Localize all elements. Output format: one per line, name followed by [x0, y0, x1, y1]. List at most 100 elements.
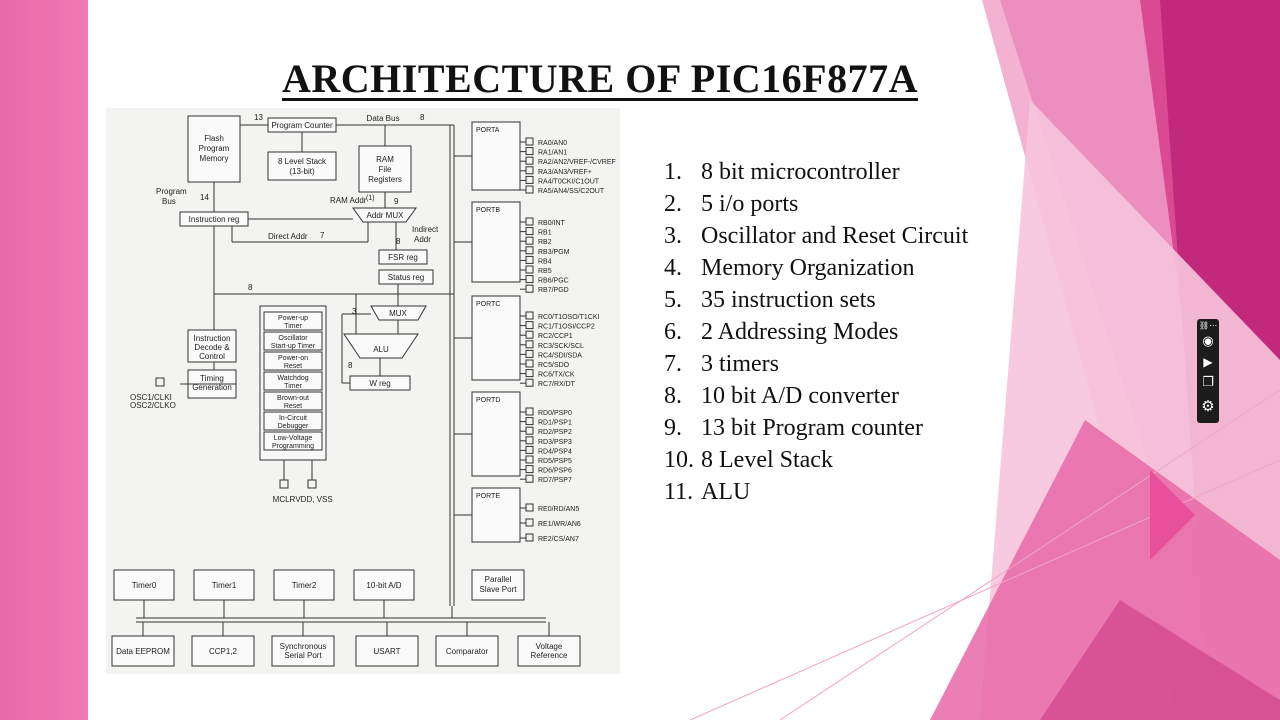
pin-label: RA3/AN3/VREF+ [538, 169, 592, 176]
power-block-label: Timer [284, 383, 302, 390]
pin-box [525, 275, 534, 284]
pin-box [525, 436, 534, 445]
pin-box [525, 465, 534, 474]
feature-item: 1.8 bit microcontroller [664, 156, 968, 188]
power-block [263, 391, 323, 411]
feature-item: 4.Memory Organization [664, 252, 968, 284]
w-width-label: 8 [348, 361, 353, 370]
instr-decode-label-1: Instruction [194, 334, 231, 343]
pin-box [525, 359, 534, 368]
feature-item: 2.5 i/o ports [664, 188, 968, 220]
pin-box [525, 417, 534, 426]
peripheral-block [191, 635, 255, 667]
pin-box [525, 426, 534, 435]
stack-label-2: (13-bit) [289, 167, 315, 176]
pin-label: RC5/SDO [538, 362, 570, 369]
pin-box [525, 147, 534, 156]
power-block-label: Brown-out [277, 395, 309, 402]
power-block-label: Power-on [278, 355, 308, 362]
port-name-label: PORTA [476, 127, 500, 134]
port-pins-group: PORTARA0/AN0RA1/AN1RA2/AN2/VREF-/CVREFRA… [476, 127, 616, 543]
power-block [263, 411, 323, 431]
pin-box [525, 255, 534, 264]
peripheral-block [435, 635, 499, 667]
pin-label: RB3/PGM [538, 249, 570, 256]
gear-icon[interactable]: ⚙ [1201, 397, 1215, 415]
mid-width-label: 8 [248, 283, 253, 292]
program-counter-label: Program Counter [271, 121, 333, 130]
pin-label: RD7/PSP7 [538, 477, 572, 484]
feature-item: 9.13 bit Program counter [664, 412, 968, 444]
pin-box [525, 185, 534, 194]
fsr-reg-label: FSR reg [388, 253, 418, 262]
pin-label: RB1 [538, 230, 552, 237]
peripheral-label: USART [374, 647, 401, 656]
pin-box [525, 455, 534, 464]
status-reg-label: Status reg [388, 273, 424, 282]
peripheral-block [113, 569, 175, 601]
pin-box [525, 445, 534, 454]
pin-box [525, 330, 534, 339]
pin-label: RD5/PSP5 [538, 458, 572, 465]
feature-number: 9. [664, 415, 682, 441]
pin-box [525, 533, 534, 542]
pin-label: RC6/TX/CK [538, 372, 575, 379]
peripheral-label: 10-bit A/D [366, 581, 401, 590]
feature-item: 11.ALU [664, 476, 968, 508]
feature-item: 6.2 Addressing Modes [664, 316, 968, 348]
feature-number: 8. [664, 383, 682, 409]
ram-addr-label: RAM Addr [330, 196, 367, 205]
power-block [263, 431, 323, 451]
feature-item: 7. 3 timers [664, 348, 968, 380]
power-block [263, 351, 323, 371]
pin-box [525, 236, 534, 245]
timing-label-2: Generation [192, 383, 232, 392]
pin-label: RA2/AN2/VREF-/CVREF [538, 159, 616, 166]
feature-text: 3 timers [701, 351, 779, 377]
pin-label: RC3/SCK/SCL [538, 343, 584, 350]
video-icon[interactable]: ▶ [1203, 355, 1213, 369]
instr-decode-label-2: Decode & [194, 343, 230, 352]
pin-label: RB5 [538, 268, 552, 275]
addr-width-label: 9 [394, 197, 399, 206]
power-block-label: Start-up Timer [271, 343, 316, 350]
pin-label: RB2 [538, 239, 552, 246]
feature-number: 7. [664, 351, 682, 377]
peripheral-label: Voltage [536, 642, 563, 651]
indirect-addr-label-1: Indirect [412, 225, 439, 234]
camera-icon[interactable]: ◉ [1202, 334, 1214, 349]
pin-label: RB6/PGC [538, 278, 569, 285]
flash-label-2: Program [199, 144, 230, 153]
direct-width-label: 7 [320, 231, 325, 240]
osc-pin-box [155, 377, 165, 387]
copy-icon[interactable]: ❐ [1202, 375, 1214, 390]
peripheral-label: Timer1 [212, 581, 237, 590]
feature-text: ALU [701, 479, 751, 505]
pin-box [525, 311, 534, 320]
power-block-label: Power-up [278, 315, 308, 322]
parallel-slave-label: Parallel [485, 575, 512, 584]
w-reg-label: W reg [369, 379, 390, 388]
port-name-label: PORTC [476, 301, 500, 308]
power-block [263, 311, 323, 331]
parallel-slave-block [471, 569, 525, 601]
pin-label: RD3/PSP3 [538, 439, 572, 446]
vdd-vss-label: VDD, VSS [295, 495, 332, 504]
ram-label-1: RAM [376, 155, 394, 164]
pin-label: RA0/AN0 [538, 140, 567, 147]
pin-label: RB0/INT [538, 220, 566, 227]
indirect-addr-label-2: Addr [414, 235, 431, 244]
pin-box [525, 369, 534, 378]
chain-glyph: ⛓ [1198, 321, 1210, 330]
pin-box [525, 378, 534, 387]
data-width-label: 8 [420, 113, 425, 122]
chain-icon[interactable]: ⛓⋯ [1197, 321, 1219, 330]
ram-label-3: Registers [368, 175, 402, 184]
flash-label-1: Flash [204, 134, 224, 143]
power-block-label: Programming [272, 443, 314, 450]
peripheral-block [273, 569, 335, 601]
